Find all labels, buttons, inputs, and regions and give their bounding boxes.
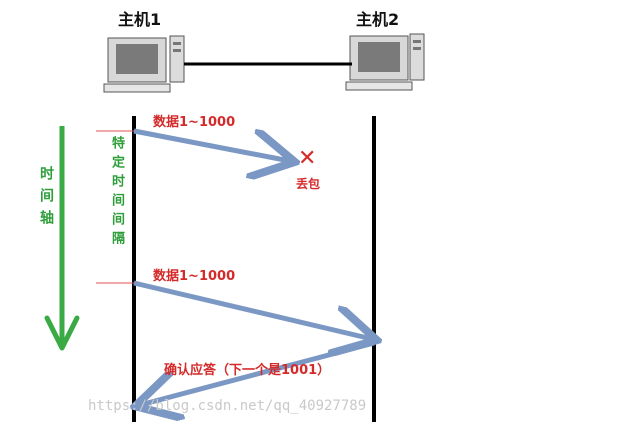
ack-label: 确认应答（下一个是1001） bbox=[164, 363, 331, 378]
lost-marker-icon: ✕ bbox=[298, 146, 317, 171]
watermark: https://blog.csdn.net/qq_40927789 bbox=[88, 398, 367, 414]
host2-computer-icon bbox=[345, 33, 425, 91]
lost-label: 丢包 bbox=[296, 177, 321, 191]
segment1-label: 数据1~1000 bbox=[153, 115, 236, 130]
host2-label: 主机2 bbox=[356, 10, 400, 29]
host1-label: 主机1 bbox=[118, 10, 162, 29]
host1-computer-icon bbox=[103, 35, 185, 93]
ack-arrow bbox=[140, 340, 375, 405]
interval-label: 特定时间间隔 bbox=[109, 136, 124, 250]
segment1-arrow bbox=[133, 128, 290, 161]
segment2-arrow bbox=[133, 280, 372, 339]
timeline-arrow bbox=[44, 126, 80, 351]
timeline-label: 时间轴 bbox=[38, 166, 54, 232]
segment2-label: 数据1~1000 bbox=[153, 269, 236, 284]
